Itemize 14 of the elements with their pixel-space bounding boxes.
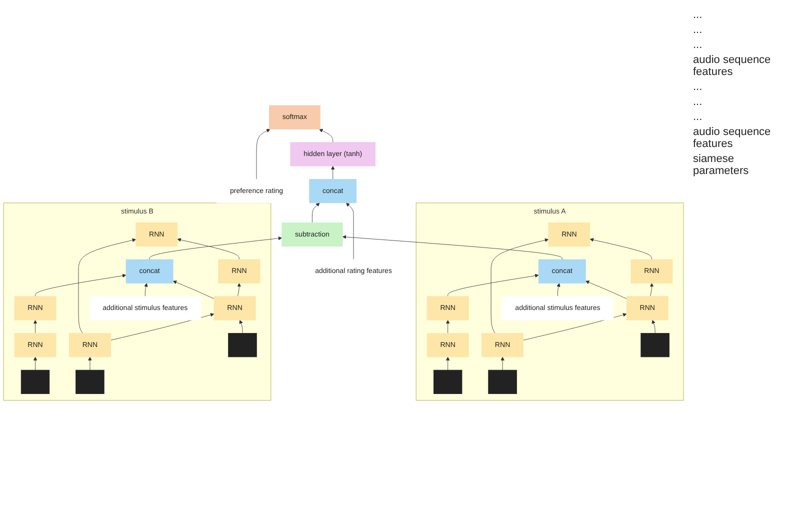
note-label: ...	[693, 24, 704, 36]
node-bar	[20, 370, 50, 394]
note-label: ...	[693, 111, 704, 123]
note-label: ...	[693, 81, 704, 93]
node-bar	[640, 333, 670, 358]
note-label: ...	[693, 39, 704, 51]
note-label: audio sequence features	[693, 54, 772, 78]
note-label: ...	[693, 96, 704, 108]
node-bar	[488, 370, 517, 394]
node-bar	[228, 333, 257, 358]
node-bar	[76, 370, 104, 394]
note-label: siamese parameters	[693, 153, 750, 177]
node-bar	[433, 370, 462, 394]
note-label: ...	[693, 9, 704, 21]
